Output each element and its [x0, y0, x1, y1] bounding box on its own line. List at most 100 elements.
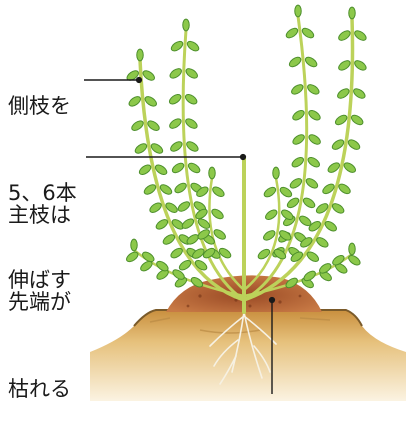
leaf: [348, 242, 356, 256]
leaf: [194, 259, 208, 271]
leaf: [171, 162, 185, 174]
leaf: [169, 68, 182, 79]
leaf: [307, 84, 320, 95]
leaf: [136, 48, 144, 62]
leaf: [288, 56, 302, 68]
soil-mound: [90, 309, 406, 401]
leaf: [170, 40, 184, 52]
leaf: [308, 220, 321, 232]
leaf: [294, 4, 302, 18]
leaf: [279, 186, 293, 198]
main-branch-callout-dot: [239, 153, 247, 161]
leaf: [292, 134, 305, 145]
leaf: [354, 60, 367, 71]
leaf: [155, 219, 169, 230]
leaf: [197, 218, 211, 229]
leaf: [169, 118, 182, 129]
side-branch-label-line-3: 伸ばす: [8, 268, 71, 292]
side-branch-label: 側枝を 5、6本 伸ばす: [8, 34, 77, 324]
leaf: [286, 197, 300, 209]
leaf: [272, 166, 280, 180]
leaf: [316, 237, 329, 248]
leaf: [281, 209, 294, 221]
leaf: [300, 237, 313, 248]
leaf: [291, 156, 304, 168]
leaf: [332, 255, 345, 266]
main-branch-label-line-3: 枯れる: [8, 377, 71, 401]
leaf: [279, 230, 292, 241]
leaf: [331, 139, 345, 150]
leaf: [331, 203, 345, 214]
leaf: [174, 182, 187, 194]
leaf: [285, 27, 299, 39]
leaf: [177, 201, 191, 212]
leaf: [291, 84, 304, 95]
leaf: [126, 251, 139, 263]
leaf: [327, 162, 340, 173]
leaf: [263, 230, 276, 241]
leaf: [319, 263, 332, 274]
callout-lines: [84, 76, 276, 394]
leaf: [150, 143, 164, 154]
leaf: [343, 162, 356, 173]
leaf: [144, 96, 157, 107]
leaf: [165, 202, 178, 213]
leaf: [263, 186, 277, 198]
leaf: [187, 162, 201, 174]
leaf: [195, 208, 208, 220]
leaf: [290, 251, 304, 262]
main-branch-label: 主枝は 先端が 枯れる: [8, 143, 71, 433]
leaf: [303, 270, 316, 282]
leaf: [302, 197, 316, 209]
leaf: [186, 141, 199, 152]
leaf: [184, 93, 198, 105]
leaf: [315, 203, 329, 214]
leaf: [324, 220, 337, 232]
leaf: [350, 114, 364, 126]
leaf: [186, 40, 200, 52]
leaf: [218, 247, 232, 259]
leaf: [130, 238, 138, 252]
leaf: [197, 229, 210, 240]
leaf: [128, 96, 141, 107]
leaf: [143, 184, 157, 195]
leaf: [154, 164, 168, 176]
leaf: [149, 202, 162, 213]
leaf: [292, 109, 305, 121]
leaf: [202, 247, 216, 259]
leaf: [170, 247, 183, 259]
plant-illustration: [84, 4, 406, 401]
leaf: [162, 234, 176, 245]
leaf: [301, 27, 315, 39]
mulch-callout-dot: [268, 296, 276, 304]
leaf: [168, 93, 182, 105]
leaf: [265, 209, 278, 221]
leaf: [131, 120, 144, 131]
side-branch-callout-dot: [135, 76, 143, 84]
leaf: [305, 178, 319, 189]
leaf: [308, 109, 321, 121]
leaf: [185, 68, 198, 79]
leaf: [196, 186, 209, 198]
leaf: [181, 218, 195, 229]
leaf: [172, 269, 185, 280]
side-branch-label-line-1: 側枝を: [8, 94, 71, 118]
leaf: [138, 164, 152, 176]
leaf: [159, 184, 173, 195]
leaf: [337, 88, 350, 99]
leaf: [304, 56, 318, 68]
leaf: [338, 30, 351, 41]
leaf: [308, 134, 321, 145]
leaf: [208, 166, 216, 180]
leaf: [142, 251, 155, 263]
leaf: [307, 156, 320, 168]
leaf: [257, 248, 271, 260]
side-branch-label-line-2: 5、6本: [8, 181, 77, 205]
leaf: [178, 259, 192, 271]
main-branch-label-line-1: 主枝は: [8, 203, 71, 227]
leaf: [190, 276, 204, 288]
leaf: [285, 277, 298, 289]
leaf: [348, 255, 361, 266]
leaf: [338, 60, 351, 71]
leaf: [182, 18, 190, 32]
